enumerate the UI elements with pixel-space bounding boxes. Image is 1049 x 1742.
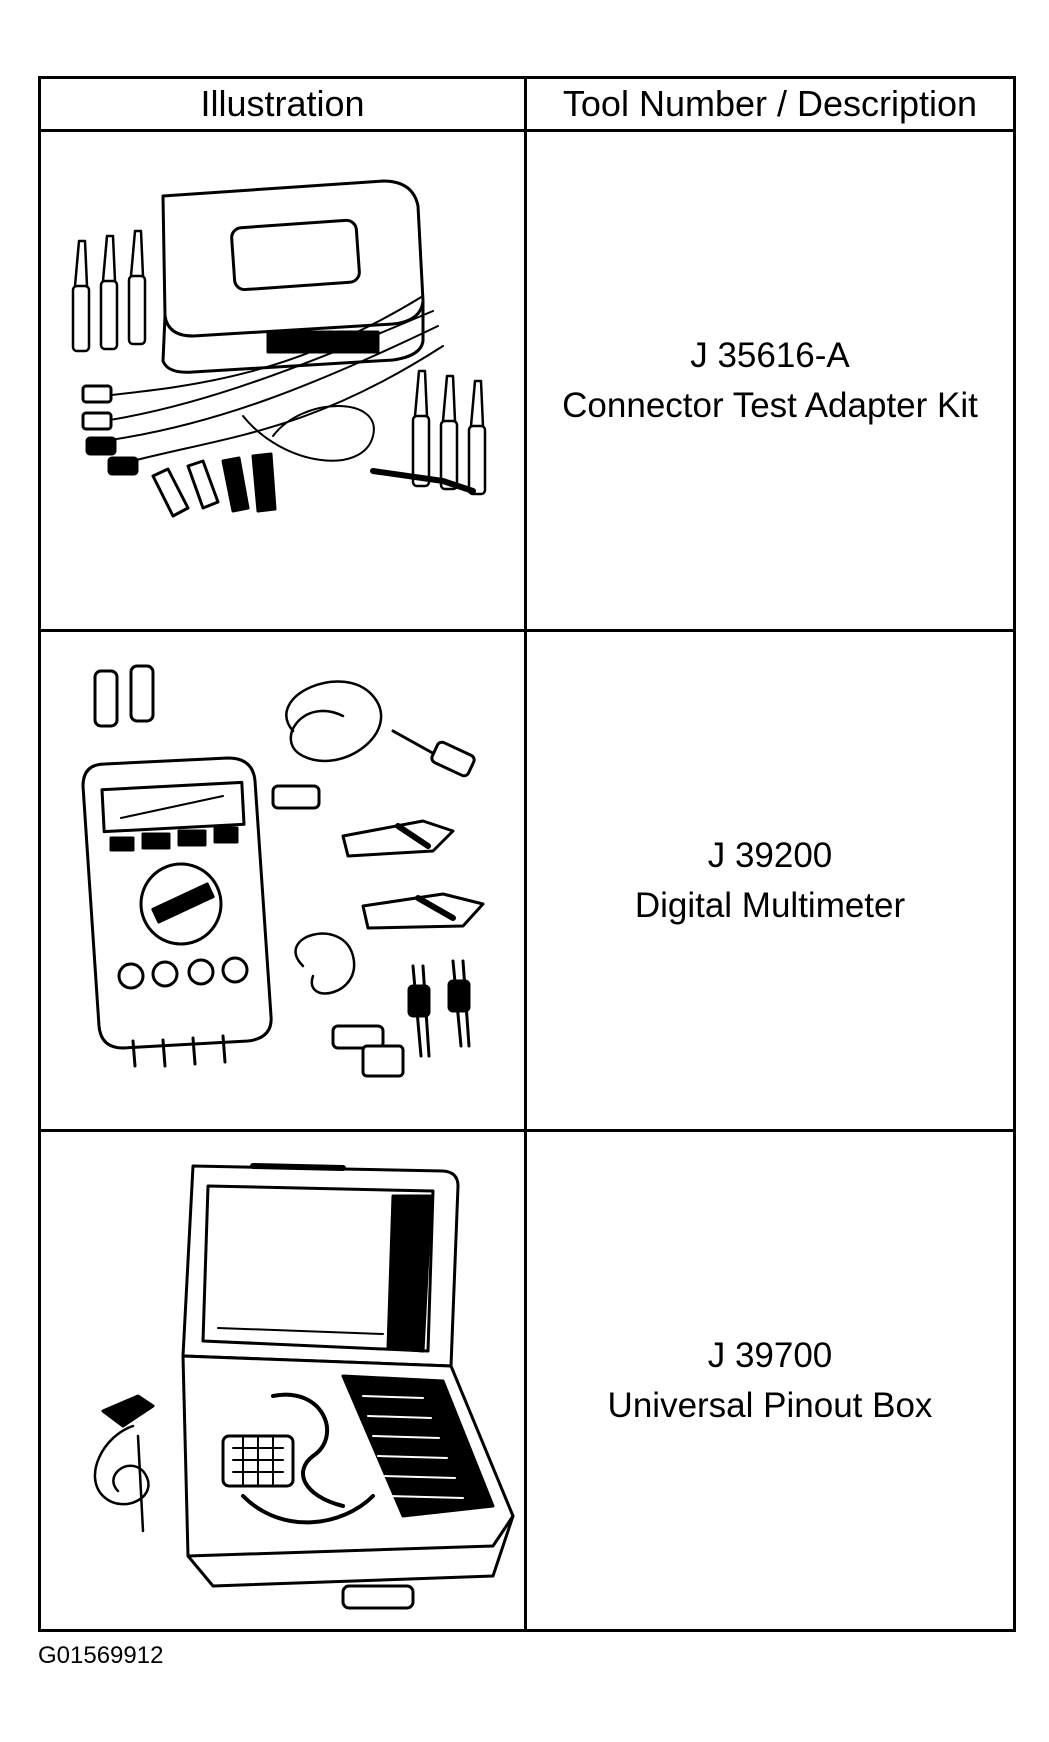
connector-test-adapter-kit-icon [71,179,486,517]
table-header-row: Illustration Tool Number / Description [38,76,1016,132]
universal-pinout-box-icon [93,1162,514,1609]
tool-number: J 39200 [707,835,833,875]
table-row: J 35616-A Connector Test Adapter Kit [38,129,1016,632]
tool-description-cell: J 39700 Universal Pinout Box [524,1129,1016,1632]
illustration-cell [38,629,527,1132]
tool-number: J 39700 [707,1335,833,1375]
table-row: J 39200 Digital Multimeter [38,629,1016,1132]
tool-table: Illustration Tool Number / Description [38,76,1016,1632]
column-header-illustration: Illustration [38,76,527,132]
tool-description: Connector Test Adapter Kit [562,385,978,425]
table-row: J 39700 Universal Pinout Box [38,1129,1016,1632]
column-header-tool-description: Tool Number / Description [524,76,1016,132]
tool-description: Universal Pinout Box [607,1385,933,1425]
tool-description-cell: J 35616-A Connector Test Adapter Kit [524,129,1016,632]
illustration-cell [38,1129,527,1632]
figure-id: G01569912 [38,1642,164,1669]
tool-number: J 35616-A [690,335,850,375]
tool-description-cell: J 39200 Digital Multimeter [524,629,1016,1132]
digital-multimeter-icon [81,664,484,1077]
illustration-cell [38,129,527,632]
tool-description: Digital Multimeter [634,885,906,925]
